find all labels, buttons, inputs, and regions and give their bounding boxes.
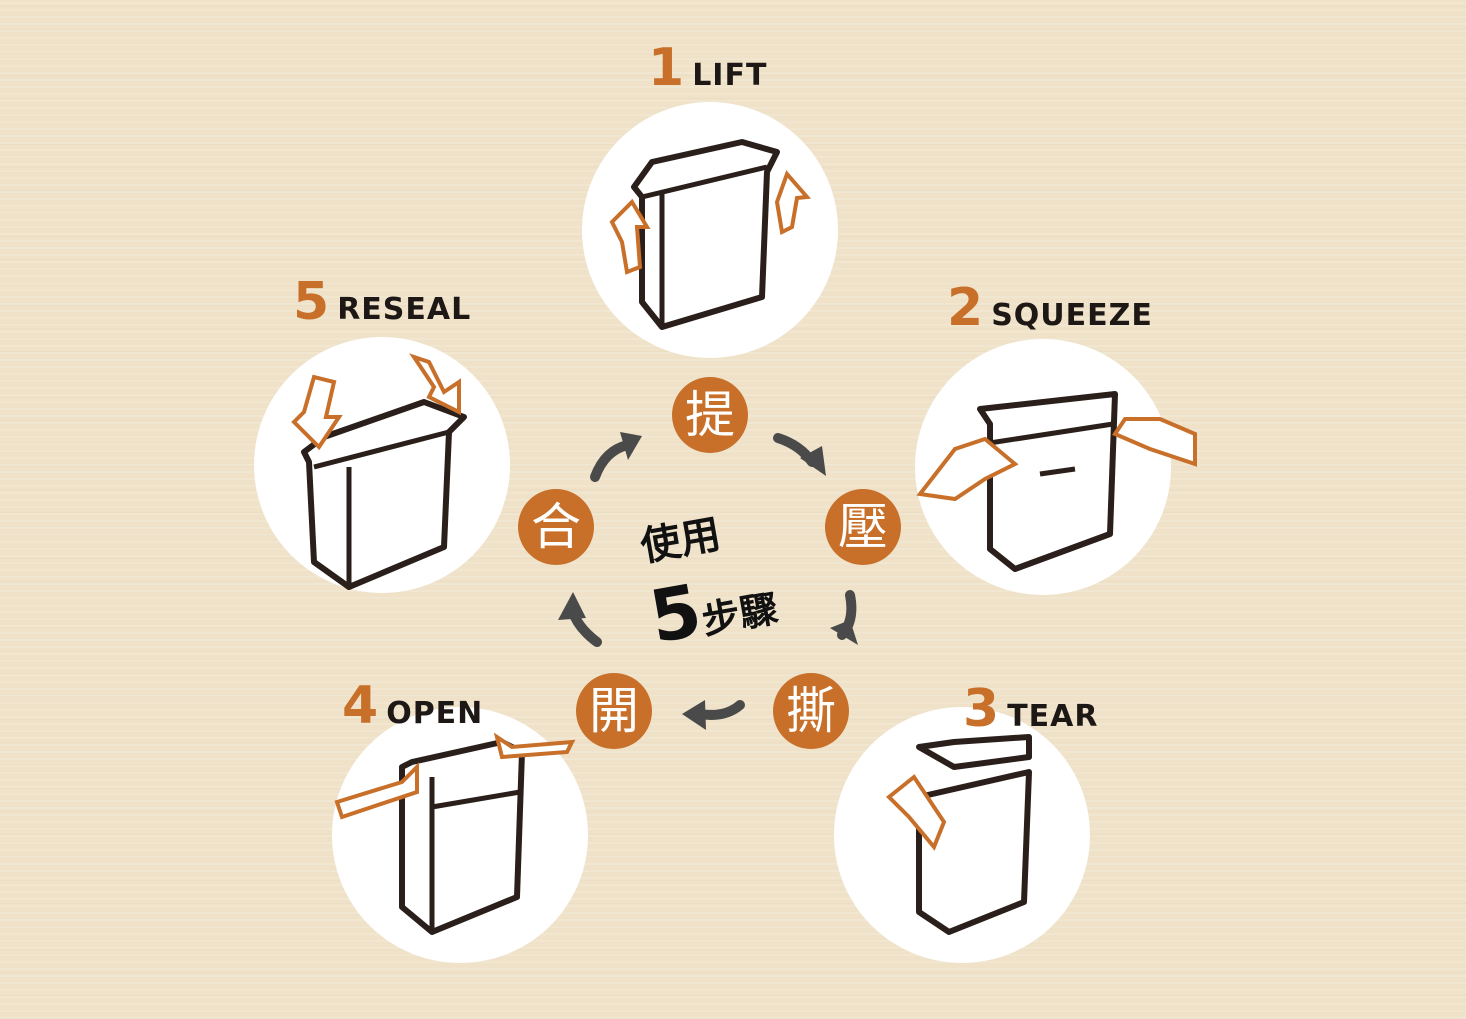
- step-title: SQUEEZE: [991, 298, 1153, 333]
- step-5-label: 5 RESEAL: [293, 276, 471, 328]
- center-title-line1: 使用: [637, 511, 725, 571]
- lift-illustration: [582, 102, 838, 358]
- center-steps-text: 步驟: [698, 586, 782, 643]
- step-char-reseal: 合: [518, 489, 594, 565]
- step-number: 3: [963, 679, 1000, 739]
- step-char-tear: 撕: [773, 673, 849, 749]
- reseal-illustration: [254, 337, 510, 593]
- step-char-open: 開: [576, 673, 652, 749]
- bag-open-icon: [334, 732, 576, 935]
- step-2-label: 2 SQUEEZE: [947, 282, 1153, 334]
- bag-lift-icon: [609, 139, 812, 330]
- step-4-label: 4 OPEN: [342, 680, 483, 732]
- step-char-squeeze: 壓: [825, 489, 901, 565]
- step-number: 2: [947, 278, 984, 338]
- arrow-icon: [837, 590, 857, 640]
- step-1-label: 1 LIFT: [648, 42, 767, 94]
- step-title: TEAR: [1007, 699, 1099, 734]
- step-title: LIFT: [692, 58, 768, 93]
- step-number: 1: [648, 38, 685, 98]
- center-number: 5: [643, 567, 708, 660]
- step-number: 4: [342, 676, 379, 736]
- step-title: OPEN: [386, 696, 484, 731]
- bag-tear-icon: [886, 734, 1032, 935]
- arrow-icon: [567, 605, 602, 647]
- step-title: RESEAL: [337, 292, 472, 327]
- step-char-lift: 提: [672, 377, 748, 453]
- arrow-icon: [773, 433, 817, 467]
- step-3-label: 3 TEAR: [963, 683, 1098, 735]
- squeeze-illustration: [915, 339, 1197, 595]
- center-title-line2: 5 步驟: [643, 555, 783, 660]
- bag-squeeze-icon: [916, 391, 1197, 572]
- arrow-icon: [590, 440, 633, 482]
- open-illustration: [332, 707, 588, 963]
- bag-reseal-icon: [291, 353, 467, 590]
- tear-illustration: [834, 707, 1090, 963]
- arrow-icon: [695, 700, 745, 720]
- step-number: 5: [293, 272, 330, 332]
